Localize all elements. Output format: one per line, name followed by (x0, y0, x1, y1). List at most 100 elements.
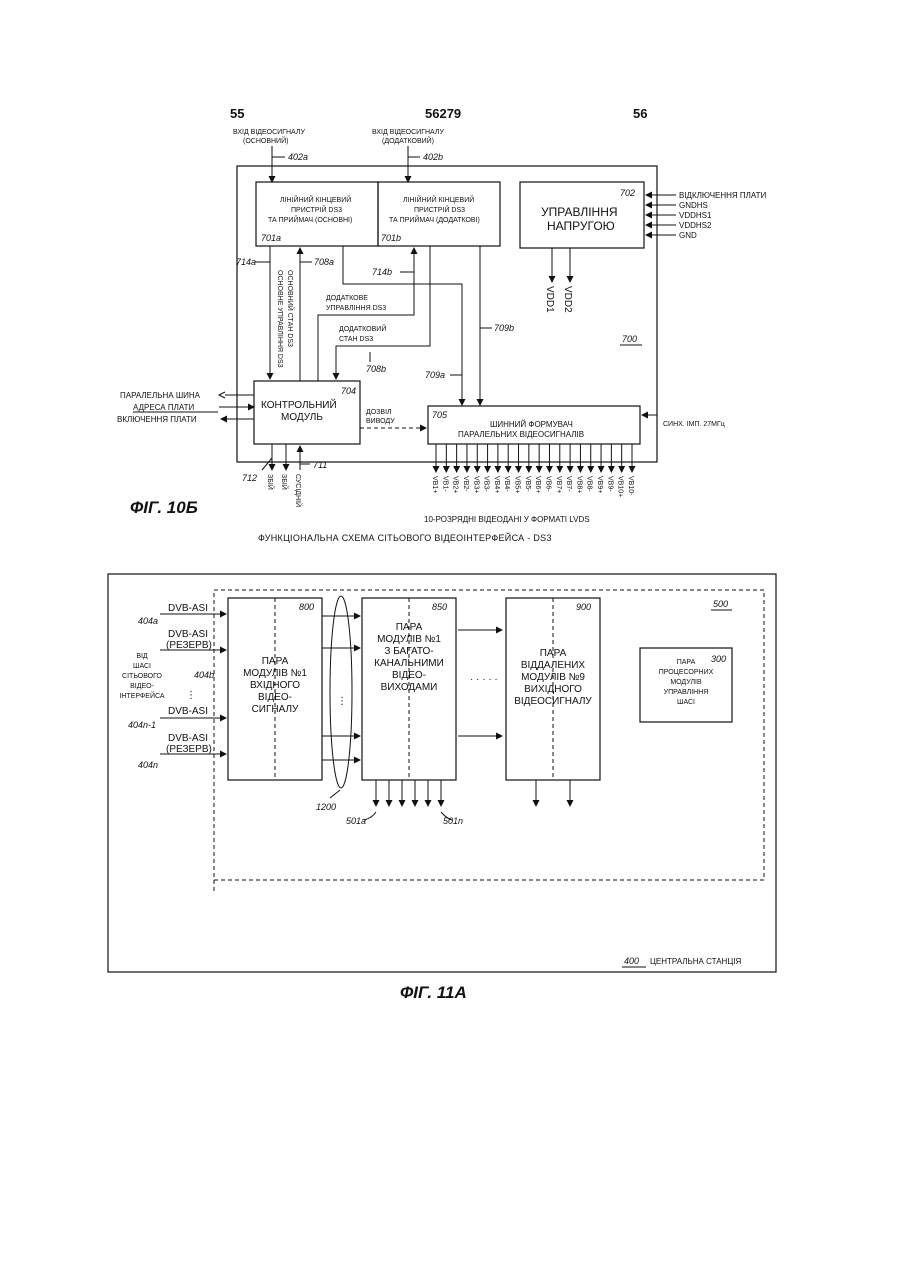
output-label: VB5- (524, 476, 531, 492)
input-aux-label-1: ВХІД ВІДЕОСИГНАЛУ (372, 129, 444, 136)
power-input-disable: ВІДКЛЮЧЕННЯ ПЛАТИ (679, 191, 767, 200)
output-label: VB3+ (472, 476, 479, 493)
ref-404n: 404n (138, 760, 158, 770)
figure-11a-caption: ФІГ. 11А (400, 983, 467, 1002)
box-300-line-4: УПРАВЛІННЯ (664, 689, 709, 696)
box-900-line-3: МОДУЛІВ №9 (521, 672, 585, 683)
vertical-main-state: ОСНОВНИЙ СТАН DS3 (286, 270, 295, 347)
output-label: VB5+ (514, 476, 521, 493)
box-850-line-4: КАНАЛЬНИМИ (374, 658, 444, 669)
output-label: VB7+ (555, 476, 562, 493)
chain-ellipsis: · · · · · (470, 674, 498, 685)
region-500-outline (214, 590, 764, 880)
input-dvb-asi-3: DVB-ASI (168, 706, 208, 717)
output-label: VB8- (586, 476, 593, 492)
output-label: VB6- (544, 476, 551, 492)
signal-board-address: АДРЕСА ПЛАТИ (133, 403, 194, 412)
ref-704: 704 (341, 386, 356, 396)
box-300-line-5: ШАСІ (677, 699, 695, 706)
input-dvb-asi-2: DVB-ASI (168, 629, 208, 640)
bus-ellipsis: ⋮ (337, 696, 347, 707)
left-signal-group: ПАРАЛЕЛЬНА ШИНА АДРЕСА ПЛАТИ ВКЛЮЧЕННЯ П… (117, 391, 254, 424)
bottom-label-fault-1: ЗБІЙ (266, 474, 275, 490)
aux-state-label-1: ДОДАТКОВИЙ (339, 324, 386, 333)
input-main-label-2: (ОСНОВНИЙ) (243, 136, 288, 145)
ref-402b: 402b (423, 152, 443, 162)
output-label: VB2- (462, 476, 469, 492)
ref-712: 712 (242, 473, 257, 483)
box-900-line-1: ПАРА (540, 648, 567, 659)
power-label-2: НАПРУГОЮ (547, 219, 615, 233)
box-701b-line-1: ЛІНІЙНИЙ КІНЦЕВИЙ (403, 195, 474, 204)
ref-701b: 701b (381, 233, 401, 243)
output-label: VB1+ (431, 476, 438, 493)
figure-10b: ВХІД ВІДЕОСИГНАЛУ (ОСНОВНИЙ) ВХІД ВІДЕОС… (117, 129, 767, 543)
control-label-1: КОНТРОЛЬНИЙ (261, 398, 337, 411)
power-input-gndhs: GNDHS (679, 201, 708, 210)
output-label: VB4+ (493, 476, 500, 493)
input-aux-label-2: (ДОДАТКОВИЙ) (382, 136, 434, 145)
aux-control-line (318, 248, 414, 381)
central-station-label: ЦЕНТРАЛЬНА СТАНЦІЯ (650, 957, 741, 966)
ref-500: 500 (713, 599, 728, 609)
ref-709b: 709b (494, 323, 514, 333)
formatter-label-1: ШИННИЙ ФОРМУВАЧ (490, 420, 573, 429)
vdd1-label: VDD1 (544, 286, 555, 313)
ref-708b: 708b (366, 364, 386, 374)
aux-control-label-2: УПРАВЛІННЯ DS3 (326, 305, 386, 312)
document-number: 56279 (425, 106, 461, 121)
ref-850: 850 (432, 602, 447, 612)
output-enable-label-1: ДОЗВІЛ (366, 409, 392, 416)
from-chassis-line-3: СІТЬОВОГО (122, 673, 162, 680)
output-label: VB9- (606, 476, 613, 492)
ref-404n-1: 404n-1 (128, 720, 156, 730)
ref-404a: 404a (138, 616, 158, 626)
control-label-2: МОДУЛЬ (281, 412, 323, 423)
box-701a-line-3: ТА ПРИЙМАЧ (ОСНОВНІ) (268, 215, 352, 224)
ref-300: 300 (711, 654, 726, 664)
box-850-line-2: МОДУЛІВ №1 (377, 634, 441, 645)
ref-702: 702 (620, 188, 635, 198)
from-chassis-line-5: ІНТЕРФЕЙСА (119, 691, 164, 700)
box-300-line-1: ПАРА (677, 659, 696, 666)
box-850-line-3: З БАГАТО- (384, 646, 433, 657)
input-reserve-1: (РЕЗЕРВ) (166, 640, 212, 651)
box-800-line-1: ПАРА (262, 656, 289, 667)
output-label: VB8+ (575, 476, 582, 493)
signal-board-enable: ВКЛЮЧЕННЯ ПЛАТИ (117, 415, 197, 424)
formatter-label-2: ПАРАЛЕЛЬНИХ ВІДЕОСИГНАЛІВ (458, 430, 584, 439)
sync-label: СИНХ. ІМП. 27МГц (663, 421, 725, 428)
ref-501a: 501a (346, 816, 366, 826)
box-701a-line-2: ПРИСТРІЙ DS3 (291, 205, 342, 214)
output-label: VB1- (441, 476, 448, 492)
input-main-label-1: ВХІД ВІДЕОСИГНАЛУ (233, 129, 305, 136)
input-dvb-asi-4: DVB-ASI (168, 733, 208, 744)
power-input-gnd: GND (679, 231, 697, 240)
vdd2-label: VDD2 (562, 286, 573, 313)
parallel-bus-arrow (219, 392, 225, 398)
ref-714b: 714b (372, 267, 392, 277)
box-900-line-4: ВИХІДНОГО (524, 684, 582, 695)
power-input-vddhs1: VDDHS1 (679, 211, 712, 220)
box-800-line-4: ВІДЕО- (258, 692, 292, 703)
ref-402a: 402a (288, 152, 308, 162)
ref-900: 900 (576, 602, 591, 612)
power-inputs: ВІДКЛЮЧЕННЯ ПЛАТИ GNDHS VDDHS1 VDDHS2 GN… (646, 191, 767, 240)
ref-709a: 709a (425, 370, 445, 380)
output-label: VB2+ (452, 476, 459, 493)
outputs-note: 10-РОЗРЯДНІ ВІДЕОДАНІ У ФОРМАТІ LVDS (424, 515, 590, 524)
box-900-line-5: ВІДЕОСИГНАЛУ (514, 696, 592, 707)
box-850-line-6: ВИХОДАМИ (381, 682, 438, 693)
ref-800: 800 (299, 602, 314, 612)
from-chassis-line-4: ВІДЕО- (130, 683, 154, 690)
bottom-label-neighbor: СУСІДНІЙ (294, 474, 303, 507)
ref-701a: 701a (261, 233, 281, 243)
aux-state-line (336, 246, 430, 379)
output-enable-label-2: ВИВОДУ (366, 418, 395, 425)
box-850-line-1: ПАРА (396, 622, 423, 633)
box-701a-line-1: ЛІНІЙНИЙ КІНЦЕВИЙ (280, 195, 351, 204)
input-ellipsis: ⋮ (186, 690, 196, 701)
output-label: VB10+ (617, 476, 624, 497)
from-chassis-label: ВІД ШАСІ СІТЬОВОГО ВІДЕО- ІНТЕРФЕЙСА (119, 653, 164, 700)
